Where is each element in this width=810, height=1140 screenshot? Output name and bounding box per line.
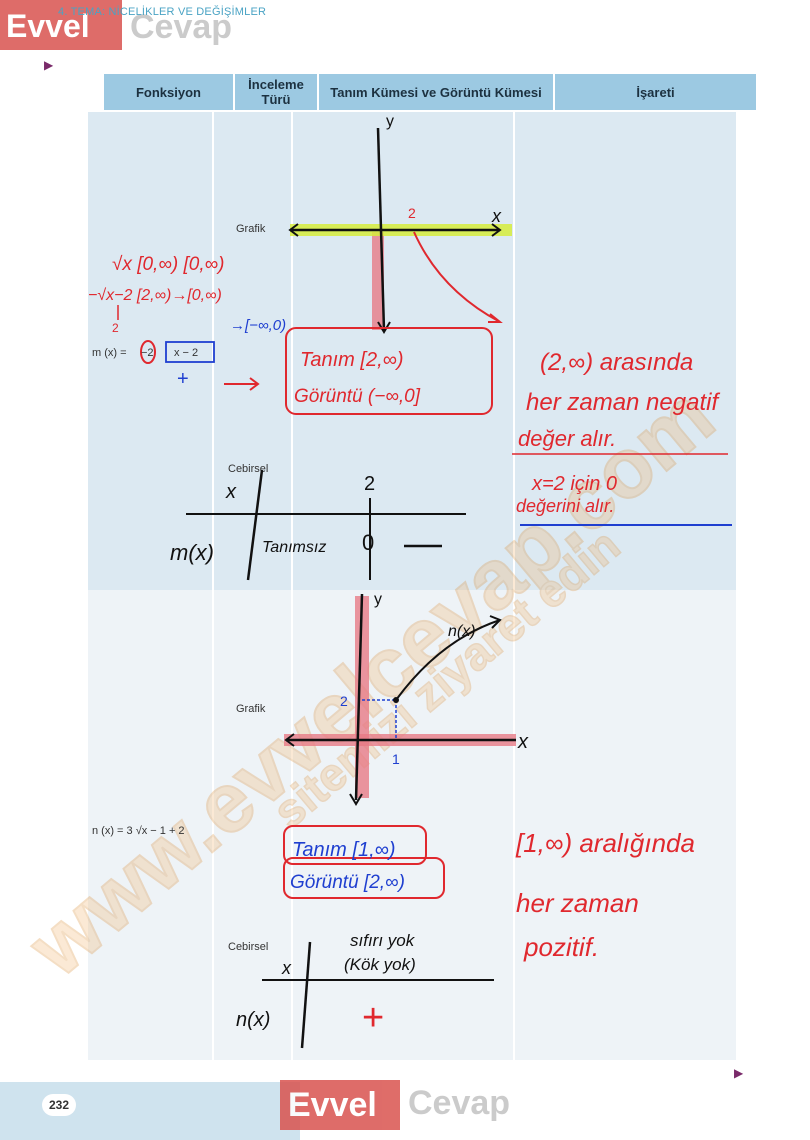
brand-logo-red: Evvel <box>0 0 122 50</box>
note-line3: →[−∞,0) <box>230 317 286 334</box>
row1-func-prefix: m (x) = <box>92 347 127 359</box>
row1-plus: + <box>177 368 189 390</box>
range-box2 <box>283 857 445 899</box>
curve-m <box>413 231 501 323</box>
row2-alg-nx: n(x) <box>236 1009 270 1031</box>
brand-logo-gray-bottom: Cevap <box>408 1084 511 1122</box>
header-isaret: İşareti <box>636 84 675 100</box>
row1-tanim: Tanım [2,∞) <box>300 349 404 371</box>
graph2-label: n(x) <box>448 623 476 640</box>
graph1-2: 2 <box>408 205 416 221</box>
next-arrow-icon: ▶ <box>734 1066 744 1080</box>
row1-goruntu: Görüntü (−∞,0] <box>294 386 421 407</box>
brand-logo-gray: Cevap <box>130 8 233 46</box>
row2-sign1: [1,∞) aralığında <box>515 828 695 858</box>
row1-background <box>88 112 736 590</box>
table-header: Fonksiyon İnceleme Türü Tanım Kümesi ve … <box>104 74 756 110</box>
row1-func-rad: x − 2 <box>174 347 198 359</box>
row2-sign3: pozitif. <box>523 932 599 962</box>
header-fonksiyon: Fonksiyon <box>104 74 235 110</box>
row1-sign3: değer alır. <box>518 426 616 451</box>
note-line1: √x [0,∞) [0,∞) <box>112 254 224 275</box>
row1-sign4: x=2 için 0 <box>531 473 617 495</box>
row2-alg-plus: + <box>362 997 384 1039</box>
domain-box2 <box>283 825 427 865</box>
curve-n <box>395 619 501 701</box>
radical-box <box>165 341 215 363</box>
row1-func-coef: −2 <box>141 347 154 359</box>
row2-alg-sifir1: sıfırı yok <box>350 931 416 950</box>
row1-type-alg: Cebirsel <box>228 463 268 475</box>
row1-alg-x: x <box>225 481 237 503</box>
graph2-1: 1 <box>392 751 400 767</box>
graph2-x: x <box>517 731 529 753</box>
row1-type-graph: Grafik <box>236 223 266 235</box>
graph1-x: x <box>491 206 502 226</box>
row1-alg-tanimsiz: Tanımsız <box>262 539 326 556</box>
row2-func: n (x) = 3 √x − 1 + 2 <box>92 825 185 837</box>
row1-alg-2: 2 <box>364 473 375 495</box>
row2-alg-x: x <box>281 958 292 978</box>
row2-sign2: her zaman <box>516 888 639 918</box>
y-axis2 <box>354 593 364 801</box>
row1-alg-mx: m(x) <box>170 540 214 565</box>
graph2-y: y <box>374 591 382 608</box>
row1-sign2: her zaman negatif <box>526 389 720 416</box>
graph1-y: y <box>386 113 394 130</box>
bullet-arrow-icon: ▶ <box>44 58 54 72</box>
row1-alg-zero: 0 <box>362 530 374 555</box>
header-tanim: Tanım Kümesi ve Görüntü Kümesi <box>319 74 555 110</box>
row2-goruntu: Görüntü [2,∞) <box>290 872 405 893</box>
row2-type-graph: Grafik <box>236 703 266 715</box>
row2-tanim: Tanım [1,∞) <box>292 839 396 861</box>
note-2: 2 <box>112 321 119 335</box>
page-number: 232 <box>42 1094 76 1116</box>
row1-sign1: (2,∞) arasında <box>540 349 693 376</box>
brand-logo-red-bottom: Evvel <box>280 1080 400 1130</box>
note-line2: −√x−2 [2,∞)→[0,∞) <box>88 287 222 304</box>
chapter-title: 4. TEMA: NİCELİKLER VE DEĞİŞİMLER <box>58 6 267 18</box>
coef-circle <box>140 340 156 364</box>
graph2-2: 2 <box>340 693 348 709</box>
arrow-icon <box>224 377 260 391</box>
row2-type-alg: Cebirsel <box>228 941 268 953</box>
row1-sign5: değerini alır. <box>516 496 614 516</box>
header-inceleme: İnceleme Türü <box>235 74 319 110</box>
row2-alg-sifir2: (Kök yok) <box>344 955 416 974</box>
domain-range-box <box>285 327 493 415</box>
